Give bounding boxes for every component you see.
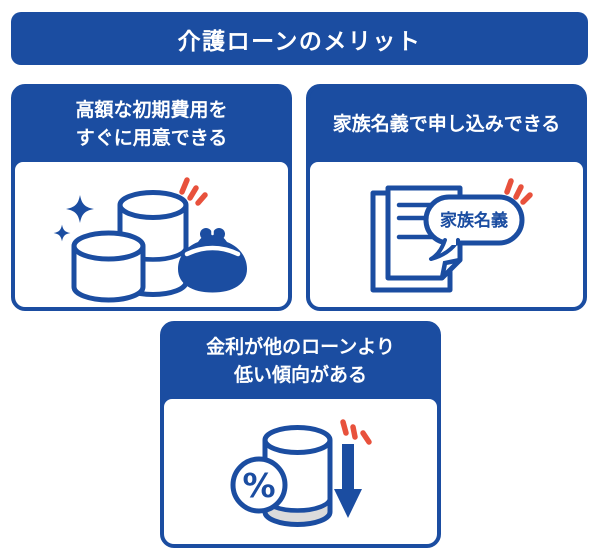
card-title: 金利が他のローンより 低い傾向がある <box>164 325 437 399</box>
emphasis-marks-icon <box>340 419 372 445</box>
application-document-icon: 家族名義 <box>370 178 533 293</box>
money-cylinder-icon <box>262 425 333 527</box>
banner-title: 介護ローンのメリット <box>177 28 422 55</box>
card-illustration-area: 家族名義 <box>310 162 583 307</box>
down-arrow-icon <box>334 444 362 518</box>
emphasis-marks-icon <box>179 177 208 206</box>
card-lower-interest-rate: 金利が他のローンより 低い傾向がある % <box>160 321 441 548</box>
coin-stack-front-icon <box>71 230 146 303</box>
percent-badge-icon: % <box>230 456 288 514</box>
card-title-line-1: 家族名義で申し込みできる <box>332 113 561 136</box>
speech-bubble-label: 家族名義 <box>440 210 508 231</box>
card-title: 高額な初期費用を すぐに用意できる <box>15 88 288 162</box>
merits-banner: 介護ローンのメリット <box>11 12 588 65</box>
coin-purse-icon <box>178 224 247 293</box>
card-illustration-area: % <box>164 399 437 544</box>
card-illustration-area <box>15 162 288 307</box>
interest-rate-down-icon: % <box>230 419 372 527</box>
card-title-line-2: 低い傾向がある <box>233 364 367 386</box>
emphasis-marks-icon <box>504 178 533 205</box>
card-title: 家族名義で申し込みできる <box>310 88 583 162</box>
speech-bubble: 家族名義 <box>423 194 525 261</box>
card-high-initial-cost: 高額な初期費用を すぐに用意できる <box>11 84 292 311</box>
card-title-line-2: すぐに用意できる <box>75 127 228 149</box>
card-title-line-1: 金利が他のローンより <box>206 336 395 359</box>
sparkle-icon <box>53 195 94 242</box>
percent-label: % <box>242 466 275 505</box>
card-family-name-application: 家族名義で申し込みできる <box>306 84 587 311</box>
coins-and-purse-icon <box>53 177 247 303</box>
card-title-line-1: 高額な初期費用を <box>75 99 228 122</box>
